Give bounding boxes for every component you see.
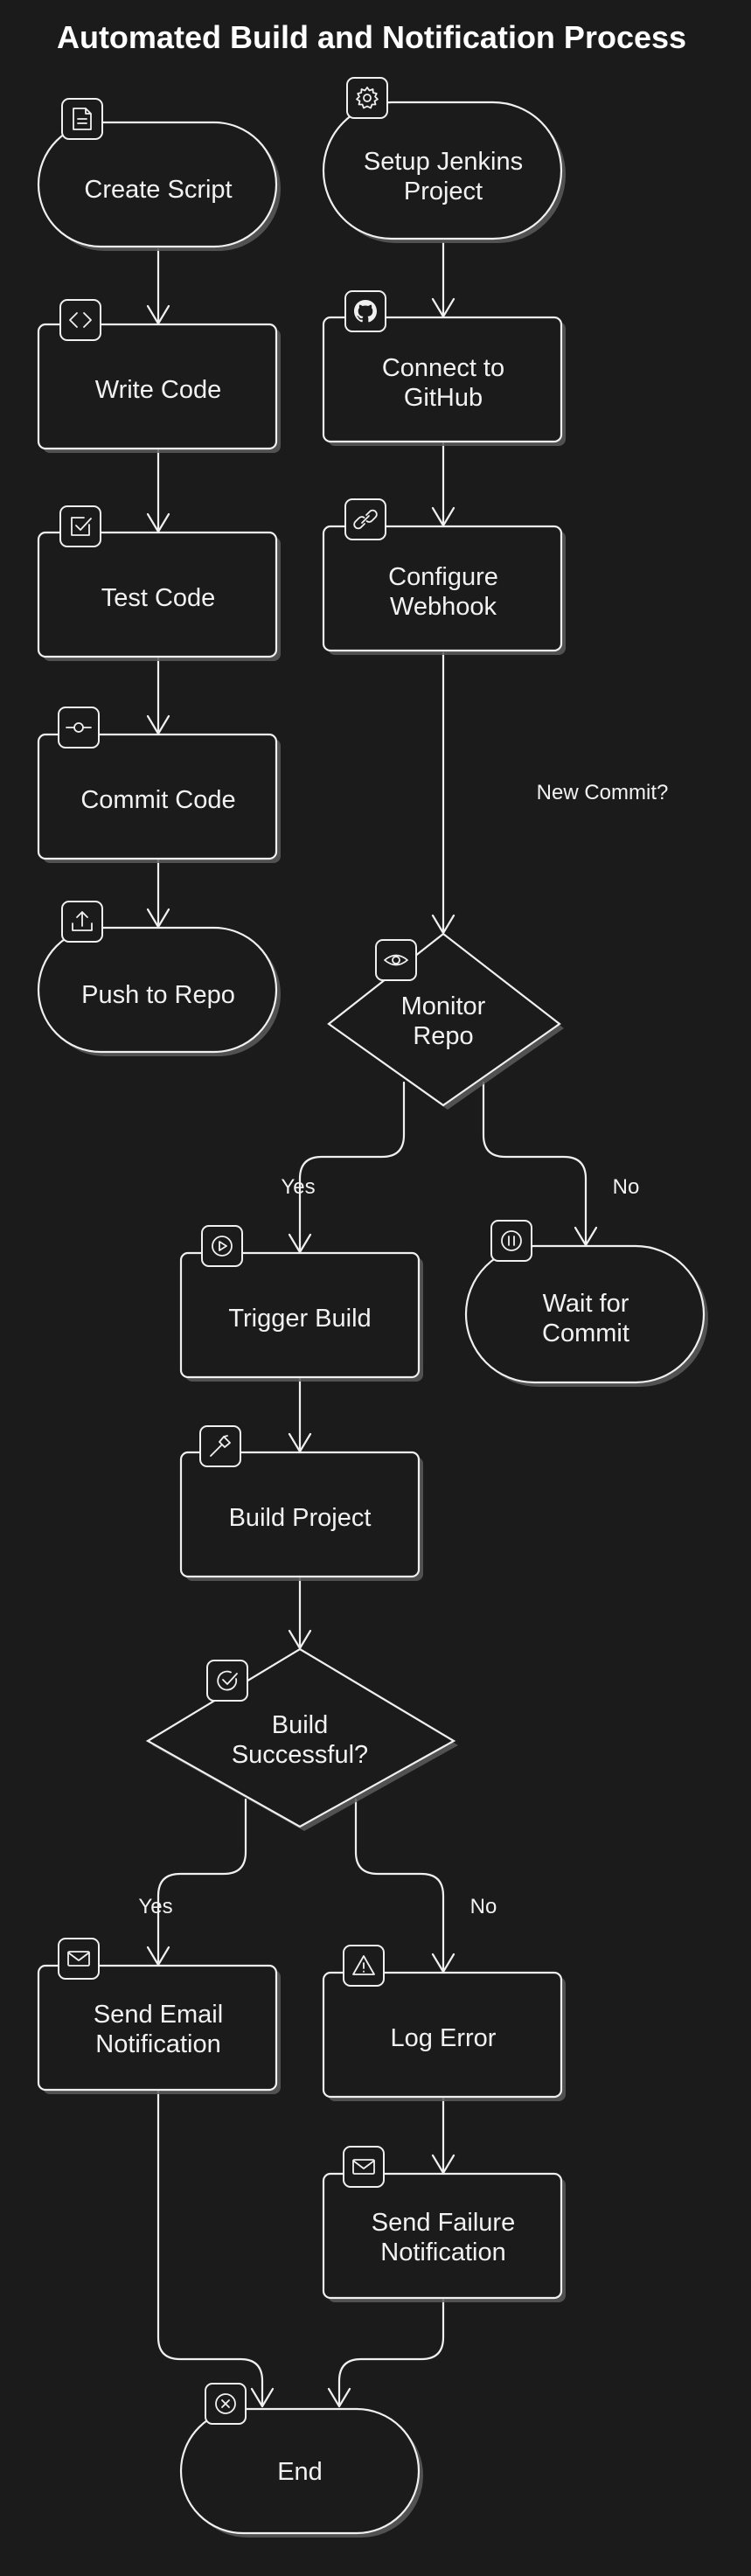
- node-label: Build: [272, 1711, 329, 1739]
- arrowhead: [327, 2387, 351, 2408]
- node-label: Send Failure: [372, 2209, 515, 2237]
- close-circle-icon: [205, 2383, 247, 2425]
- node-send-failure-notification[interactable]: Send Failure Notification: [322, 2146, 566, 2302]
- edge-send-failure-to-end: [337, 2298, 445, 2406]
- link-icon: [344, 498, 386, 540]
- node-label: Send Email: [94, 2001, 223, 2029]
- node-label: Notification: [380, 2238, 505, 2266]
- node-label: Commit: [542, 1319, 629, 1347]
- node-label: Successful?: [232, 1741, 368, 1769]
- node-label: Write Code: [95, 376, 222, 404]
- edge-label-build-no: No: [470, 1895, 497, 1918]
- node-connect-to-github[interactable]: Connect to GitHub: [322, 290, 566, 446]
- edge-label-build-yes: Yes: [138, 1895, 172, 1918]
- pause-icon: [490, 1220, 532, 1262]
- node-label: GitHub: [404, 384, 483, 412]
- node-label: Test Code: [101, 584, 216, 612]
- node-label: Project: [404, 178, 483, 205]
- node-label: Monitor: [401, 992, 486, 1020]
- node-label: Log Error: [391, 2024, 497, 2052]
- node-label: Configure: [388, 563, 498, 591]
- node-label: Wait for: [543, 1290, 629, 1318]
- edge-decision-no-to-log-error: [354, 1798, 445, 1972]
- edge-label-monitor-yes: Yes: [281, 1175, 315, 1199]
- node-log-error[interactable]: Log Error: [322, 1945, 566, 2101]
- node-label: Build Project: [229, 1504, 372, 1532]
- upload-icon: [61, 901, 103, 943]
- github-icon: [344, 290, 386, 332]
- node-label: Trigger Build: [228, 1305, 371, 1333]
- diagram-title: Automated Build and Notification Process: [57, 19, 686, 55]
- mail-icon: [58, 1938, 100, 1980]
- node-commit-code[interactable]: Commit Code: [37, 707, 281, 863]
- code-icon: [59, 299, 101, 341]
- node-label: Create Script: [84, 176, 232, 204]
- node-label: Webhook: [390, 593, 497, 621]
- document-icon: [61, 98, 103, 140]
- edge-label-monitor-no: No: [613, 1175, 640, 1199]
- node-monitor-repo-decision[interactable]: Monitor Repo: [327, 932, 564, 1110]
- mail-icon: [343, 2146, 385, 2188]
- node-label: Push to Repo: [81, 981, 235, 1009]
- hammer-icon: [199, 1425, 241, 1467]
- node-wait-for-commit[interactable]: Wait for Commit: [464, 1220, 708, 1387]
- node-trigger-build[interactable]: Trigger Build: [179, 1225, 423, 1382]
- node-label: Setup Jenkins: [364, 148, 523, 176]
- node-configure-webhook[interactable]: Configure Webhook: [322, 498, 566, 655]
- edge-send-email-to-end: [156, 2088, 264, 2406]
- eye-icon: [375, 939, 417, 981]
- node-build-project[interactable]: Build Project: [179, 1425, 423, 1581]
- warning-icon: [343, 1945, 385, 1987]
- node-label: Notification: [95, 2030, 220, 2058]
- node-create-script[interactable]: Create Script: [37, 98, 281, 251]
- node-build-successful-decision[interactable]: Build Successful?: [145, 1647, 458, 1831]
- edge-decision-yes-to-send-email: [156, 1798, 247, 1965]
- node-test-code[interactable]: Test Code: [37, 505, 281, 661]
- edge-monitor-no-to-wait-commit: [482, 1081, 588, 1245]
- node-label: End: [277, 2458, 323, 2486]
- edges: [146, 241, 598, 2408]
- node-write-code[interactable]: Write Code: [37, 299, 281, 453]
- gear-icon: [346, 77, 388, 119]
- node-label: Connect to: [382, 354, 504, 382]
- edge-label-new-commit: New Commit?: [537, 781, 669, 804]
- node-send-email-notification[interactable]: Send Email Notification: [37, 1938, 281, 2094]
- check-circle-icon: [206, 1660, 248, 1702]
- node-end[interactable]: End: [179, 2383, 423, 2538]
- node-setup-jenkins-project[interactable]: Setup Jenkins Project: [322, 77, 566, 243]
- play-icon: [201, 1225, 243, 1267]
- node-label: Repo: [413, 1022, 473, 1050]
- checkbox-icon: [59, 505, 101, 547]
- arrowhead: [250, 2387, 275, 2408]
- git-commit-icon: [58, 707, 100, 748]
- node-push-to-repo[interactable]: Push to Repo: [37, 901, 281, 1056]
- edge-monitor-yes-to-trigger-build: [298, 1081, 406, 1252]
- node-label: Commit Code: [80, 786, 235, 814]
